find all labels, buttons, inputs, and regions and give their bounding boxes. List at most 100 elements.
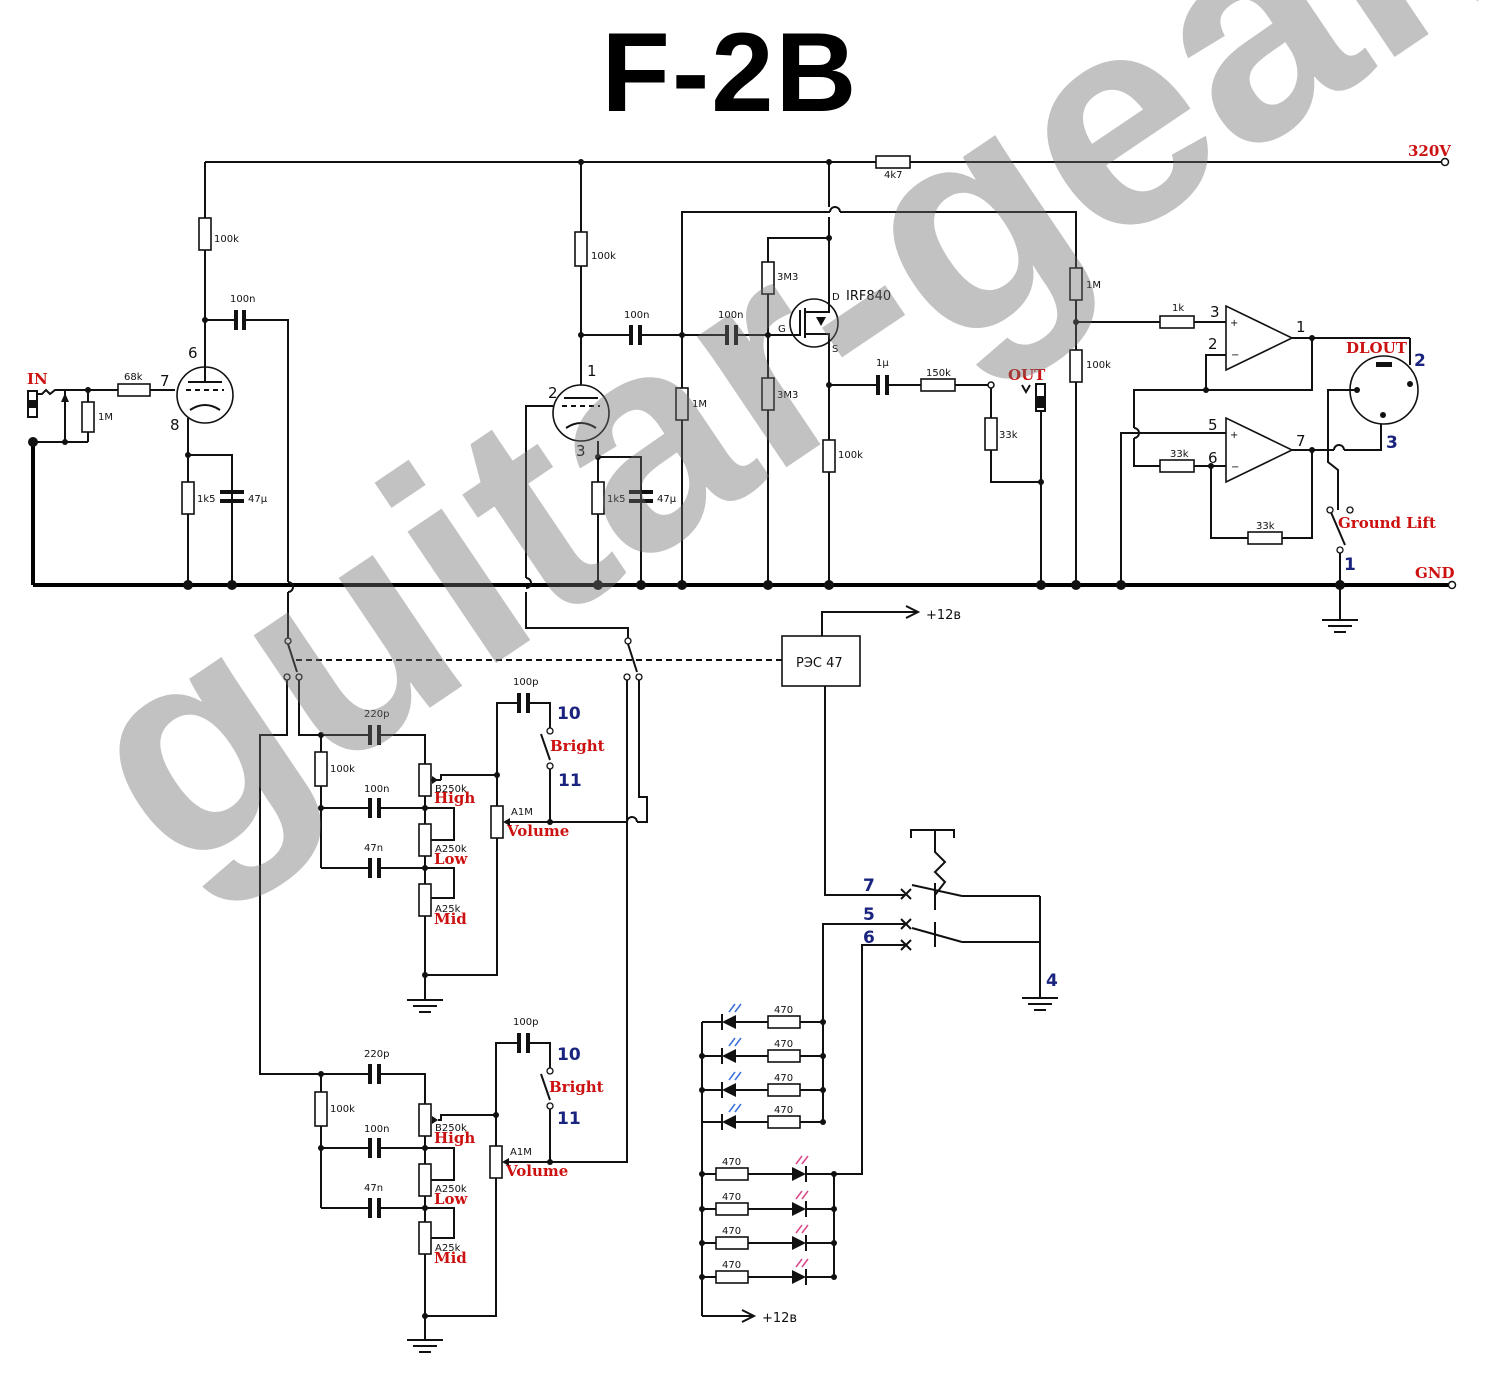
ts1-label-a250k: A250k [435, 844, 467, 855]
label-ground-lift: Ground Lift [1338, 514, 1436, 532]
gnd-rail: GND [31, 442, 1457, 590]
led-res-label-7: 470 [722, 1226, 741, 1237]
resistor-150k [920, 378, 956, 392]
ts1-label-100n: 100n [364, 784, 389, 795]
pin-dlout-1: 1 [1344, 555, 1356, 575]
tonestack-2: 220p 100k 100n 47n B250k High A250k Low … [314, 680, 628, 1353]
ts2-label-bright: Bright [549, 1078, 604, 1096]
label-1m-b: 1M [692, 399, 707, 410]
resistor-100k-plate1 [198, 217, 212, 251]
ts1-label-47n: 47n [364, 843, 383, 854]
pin-opa-1: 1 [1296, 318, 1306, 336]
resistor-100k-plate2 [574, 231, 588, 267]
resistor-1k [1159, 315, 1195, 329]
led-res-label-2: 470 [774, 1039, 793, 1050]
led-resistor-pink-1 [715, 1167, 749, 1181]
led-blue-4 [722, 1115, 736, 1129]
ts2-label-a250k: A250k [435, 1184, 467, 1195]
pin-opa-2: 2 [1208, 335, 1218, 353]
ts2-resistor-100k [314, 1091, 328, 1127]
ts2-pin-10: 10 [557, 1045, 581, 1065]
label-4k7: 4k7 [884, 170, 903, 181]
label-in: IN [27, 370, 48, 388]
mosfet-irf840 [789, 298, 839, 348]
svg-text:+: + [1230, 430, 1238, 441]
ts1-label-b250k: B250k [435, 784, 467, 795]
fs-pin-5: 5 [863, 905, 875, 925]
hv-rail: 4k7 320V [205, 142, 1451, 181]
led-pink-4 [792, 1270, 806, 1284]
input-section: IN 1M 68k [27, 370, 175, 447]
relay-section: РЭС 47 +12в [283, 605, 961, 896]
ts1-label-100p: 100p [513, 677, 538, 688]
resistor-68k [117, 383, 151, 397]
pin-v2-1: 1 [587, 362, 597, 380]
ts1-pin-11: 11 [558, 771, 582, 791]
ts2-pot-high [418, 1103, 432, 1137]
tube-stage-2: 100k 100n 100n 1M 1 2 3 1k5 47µ [525, 159, 1077, 638]
label-1k5-a: 1k5 [197, 494, 216, 505]
pin-opb-6: 6 [1208, 449, 1218, 467]
ts2-label-volume: Volume [505, 1162, 568, 1180]
label-relay: РЭС 47 [796, 656, 843, 671]
tonestack-1: 220p 100k 100n 47n B250k High A250k Low … [259, 677, 648, 1075]
svg-text:+: + [1230, 318, 1238, 329]
ts2-pin-11: 11 [557, 1109, 581, 1129]
label-dlout: DLOUT [1346, 339, 1408, 357]
ts2-label-a1m: A1M [510, 1147, 532, 1158]
ts1-label-a1m: A1M [511, 807, 533, 818]
label-12v-a: +12в [926, 608, 961, 623]
led-resistor-blue-4 [767, 1115, 801, 1129]
label-100k-a: 100k [214, 234, 239, 245]
ts2-label-low: Low [434, 1190, 469, 1208]
pin-dlout-3: 3 [1386, 433, 1398, 453]
ts1-label-mid: Mid [434, 910, 467, 928]
label-1m-c: 1M [1086, 280, 1101, 291]
resistor-100k-d [1069, 349, 1083, 383]
led-pink-3 [792, 1236, 806, 1250]
label-100k-b: 100k [591, 251, 616, 262]
ts2-label-high: High [434, 1129, 475, 1147]
pin-dlout-2: 2 [1414, 351, 1426, 371]
ts1-pot-volume [490, 805, 504, 839]
label-1k: 1k [1172, 303, 1184, 314]
ts2-pot-mid [418, 1221, 432, 1255]
svg-text:−: − [1231, 350, 1239, 361]
fs-pin-7: 7 [863, 876, 875, 896]
opamp-b [1225, 416, 1294, 484]
label-100n-b: 100n [624, 310, 649, 321]
label-100k-c: 100k [838, 450, 863, 461]
relay-box [781, 635, 861, 687]
ts2-label-b250k: B250k [435, 1123, 467, 1134]
led-blue-2 [722, 1049, 736, 1063]
label-mosfet-s: S [832, 344, 838, 355]
label-out: OUT [1008, 366, 1046, 384]
diagram-title: F-2B [601, 10, 859, 135]
ts2-label-220p: 220p [364, 1049, 389, 1060]
label-mosfet-g: G [778, 324, 786, 335]
label-gnd: GND [1415, 564, 1455, 582]
ts1-pot-high [418, 763, 432, 797]
label-1u: 1µ [876, 358, 889, 369]
ts1-pot-low [418, 823, 432, 857]
ts2-label-mid: Mid [434, 1249, 467, 1267]
ts1-pot-mid [418, 883, 432, 917]
svg-text:−: − [1231, 462, 1239, 473]
label-1m-in: 1M [98, 412, 113, 423]
resistor-100k-source [822, 439, 836, 473]
ts1-label-a25k: A25k [435, 904, 461, 915]
label-mosfet-d: D [832, 292, 840, 303]
resistor-4k7 [875, 155, 911, 169]
opamp-a [1225, 304, 1294, 372]
label-3m3-b: 3M3 [777, 390, 798, 401]
label-irf840: IRF840 [846, 289, 891, 304]
label-150k: 150k [926, 368, 951, 379]
ts1-label-high: High [434, 789, 475, 807]
ts1-label-100k: 100k [330, 764, 355, 775]
pin-v1-6: 6 [188, 344, 198, 362]
label-1k5-b: 1k5 [607, 494, 626, 505]
tube-v2 [552, 384, 610, 442]
mosfet-stage: 3M3 3M3 D G S IRF840 1µ 150k 100k [761, 159, 991, 590]
